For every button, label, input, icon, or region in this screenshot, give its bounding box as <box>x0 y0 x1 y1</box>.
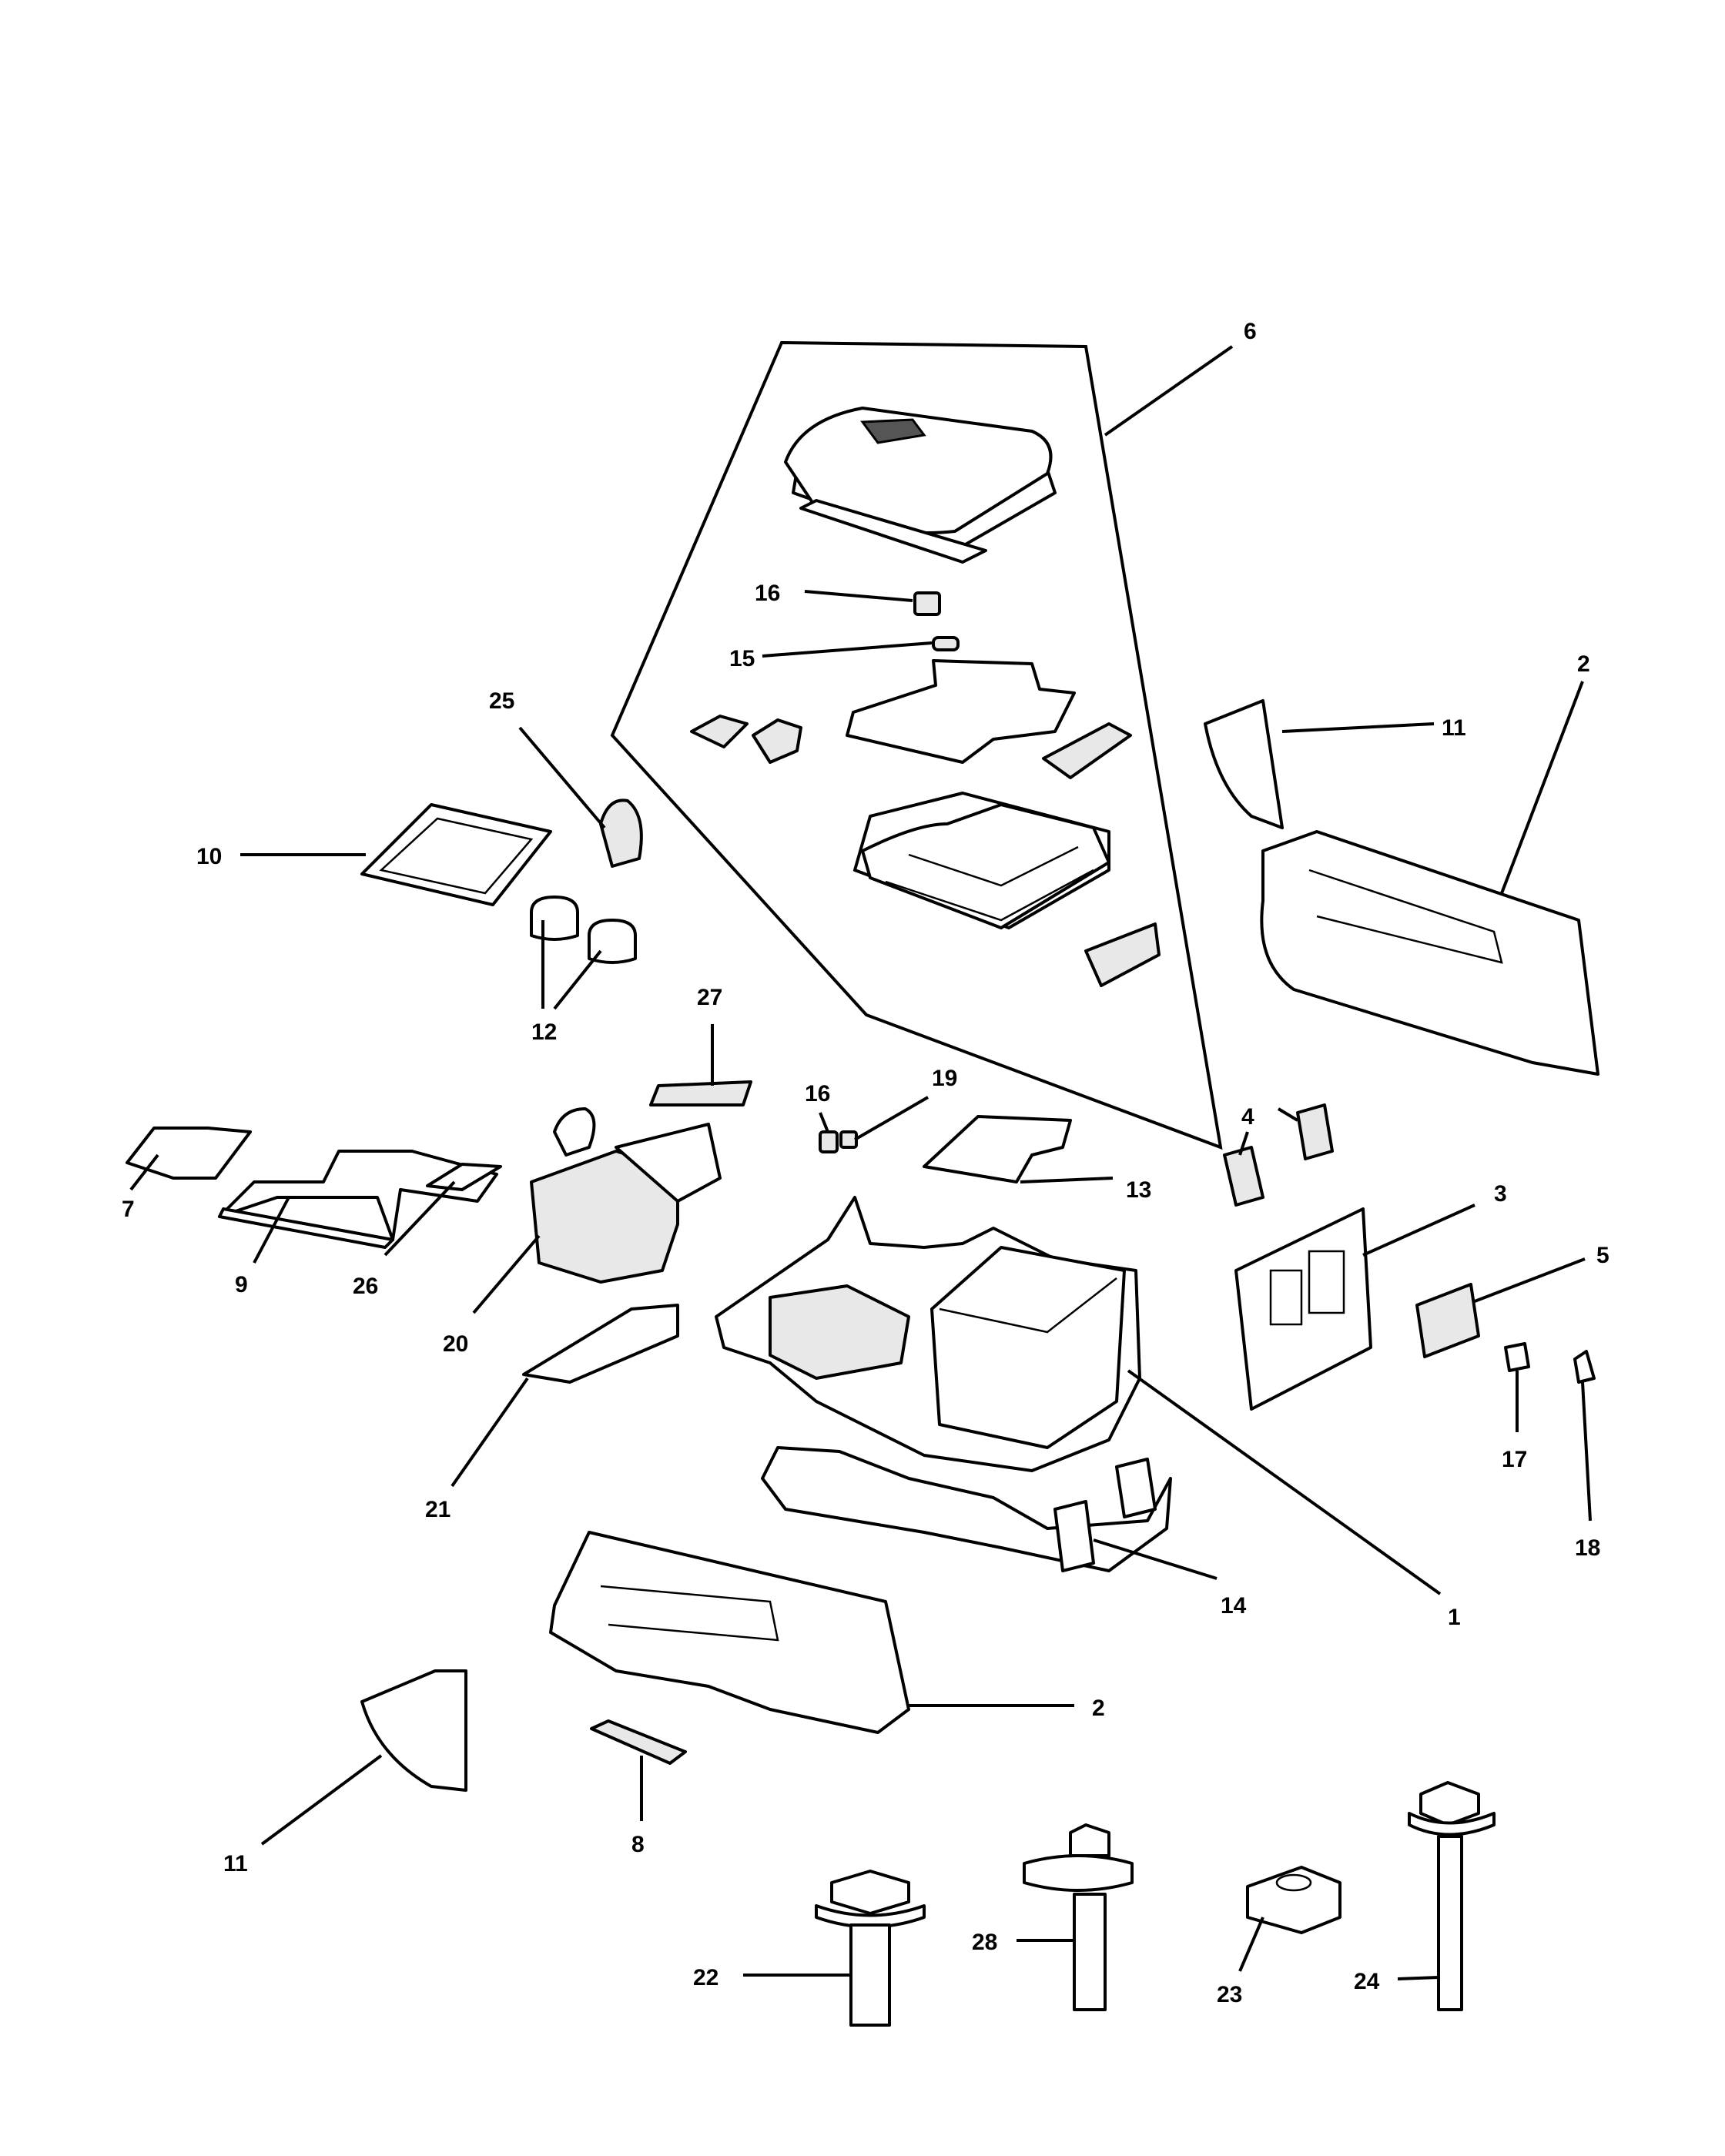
console-base-1 <box>715 1196 1141 1472</box>
plate-8 <box>590 1719 687 1765</box>
callout-2-lower: 2 <box>1092 1696 1105 1721</box>
bolt-28 <box>1023 1823 1134 2011</box>
end-cap-upper <box>1204 699 1284 829</box>
power-outlet-25 <box>599 798 643 868</box>
callout-7: 7 <box>122 1197 135 1222</box>
bracket-21 <box>522 1304 679 1384</box>
callout-3: 3 <box>1494 1181 1507 1207</box>
callout-6: 6 <box>1244 319 1257 344</box>
port-5 <box>1415 1283 1480 1358</box>
mat-27 <box>649 1080 752 1106</box>
tray-7 <box>126 1127 252 1180</box>
callout-18: 18 <box>1575 1535 1600 1561</box>
callout-25: 25 <box>489 688 514 714</box>
clip-16-upper <box>913 591 941 616</box>
side-panel-right <box>1260 830 1599 1076</box>
pin-15 <box>932 636 960 651</box>
callout-11-lower: 11 <box>223 1851 248 1876</box>
callout-16-upper: 16 <box>755 581 780 606</box>
latch-bracket <box>1084 922 1161 987</box>
clip-17 <box>1504 1342 1530 1372</box>
clip-19 <box>839 1130 858 1149</box>
callout-21: 21 <box>425 1497 451 1522</box>
clip-16-lower <box>819 1130 839 1153</box>
callout-11-upper: 11 <box>1442 715 1466 741</box>
callout-5: 5 <box>1596 1243 1609 1268</box>
callout-9: 9 <box>235 1272 248 1297</box>
callout-20: 20 <box>443 1331 468 1357</box>
callout-24: 24 <box>1354 1969 1380 1994</box>
switch-4a <box>1223 1146 1264 1207</box>
armrest-assembly-outline <box>610 340 1223 1150</box>
bolt-24 <box>1408 1781 1496 2011</box>
pad-13 <box>923 1115 1072 1183</box>
armrest-lid <box>784 407 1057 564</box>
end-cap-lower <box>360 1669 467 1792</box>
callout-17: 17 <box>1502 1447 1527 1472</box>
hinge-right <box>1042 722 1132 779</box>
bolt-22 <box>815 1870 926 2027</box>
callout-23: 23 <box>1217 1982 1242 2007</box>
armrest-pad-plate <box>846 659 1076 764</box>
callout-4: 4 <box>1241 1104 1254 1130</box>
front-panel-3 <box>1234 1207 1372 1411</box>
callout-19: 19 <box>932 1066 957 1091</box>
clip-18 <box>1573 1350 1596 1384</box>
nut-23 <box>1246 1866 1341 1934</box>
callout-2-upper: 2 <box>1577 651 1590 677</box>
shifter-assembly-20 <box>530 1107 722 1284</box>
callout-15: 15 <box>729 646 755 671</box>
callout-16-lower: 16 <box>805 1081 830 1106</box>
hinge-left <box>690 715 802 764</box>
callout-1: 1 <box>1448 1605 1461 1630</box>
duct-14 <box>761 1446 1172 1572</box>
callout-27: 27 <box>697 985 722 1010</box>
armrest-base <box>853 792 1110 929</box>
bezel-10 <box>360 803 552 906</box>
callout-28: 28 <box>972 1930 997 1955</box>
switch-4b <box>1296 1103 1334 1160</box>
callout-10: 10 <box>196 844 222 869</box>
cup-ring-12a <box>530 896 579 941</box>
callout-22: 22 <box>693 1965 718 1990</box>
frame-26 <box>426 1163 502 1191</box>
side-panel-left <box>549 1531 910 1734</box>
callout-13: 13 <box>1126 1177 1151 1203</box>
shifter-bezel-9 <box>218 1150 498 1241</box>
callout-14: 14 <box>1221 1593 1247 1619</box>
callout-12: 12 <box>531 1019 557 1045</box>
callout-8: 8 <box>631 1832 645 1857</box>
callout-26: 26 <box>353 1274 378 1299</box>
